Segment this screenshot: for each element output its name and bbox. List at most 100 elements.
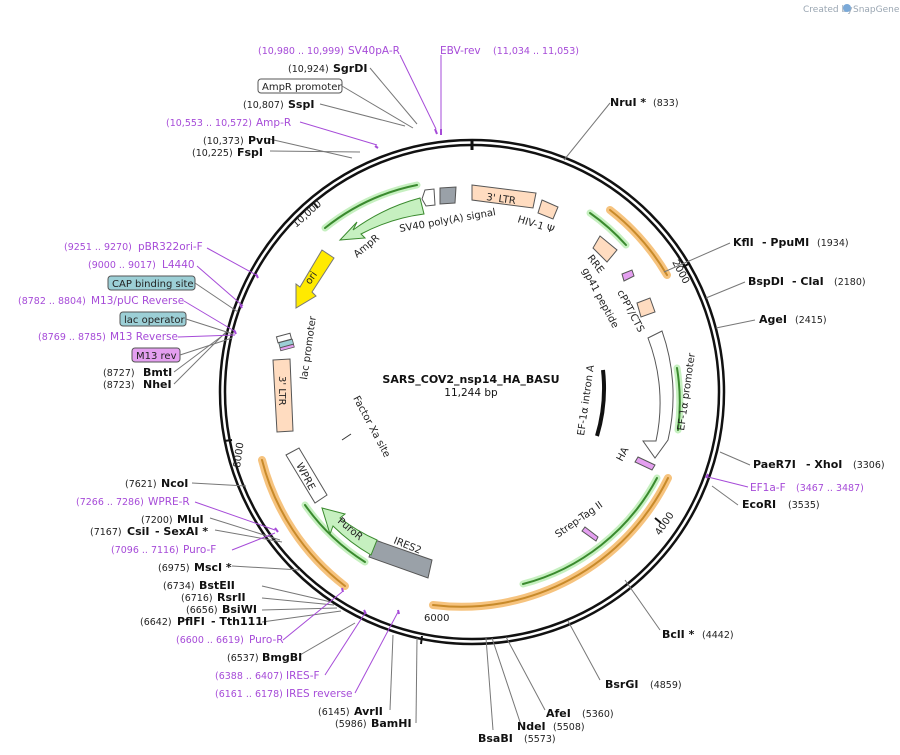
primer-ires-rev: IRES reverse [286, 688, 353, 700]
primer-ampr: Amp-R [256, 117, 291, 129]
box-lac-operator-leader [185, 318, 234, 335]
feature-factor-xa: Factor Xa site [341, 394, 392, 459]
credit-brand: SnapGene [853, 5, 900, 15]
site-ncoi-pos: (7621) [125, 479, 157, 490]
tick-label-6000: 6000 [424, 613, 449, 624]
tick-10000 [312, 201, 319, 209]
box-ampr-promoter: AmpR promoter [257, 78, 343, 94]
primer-ef1a-f-pos: (3467 .. 3487) [796, 483, 864, 494]
site-bsrgi: BsrGI [605, 678, 638, 691]
primer-m13-rev-pos: (8769 .. 8785) [38, 332, 106, 343]
site-bspdi-pos: (2180) [834, 277, 866, 288]
site-afei: AfeI [546, 707, 571, 720]
site-ndei: NdeI [517, 720, 546, 733]
primer-ires-f: IRES-F [286, 670, 320, 682]
primer-ef1a-f: EF1a-F [750, 482, 786, 494]
site-pflfi-pos: (6642) [140, 617, 172, 628]
site-bsiwi: BsiWI [222, 603, 257, 616]
site-ppumi: - PpuMI [762, 236, 809, 249]
primer-l4440-pos: (9000 .. 9017) [88, 260, 156, 271]
svg-text:3' LTR: 3' LTR [276, 376, 287, 406]
box-cap-binding-leader [194, 282, 239, 313]
tick-8000 [223, 439, 233, 442]
site-pvui: PvuI [248, 134, 275, 147]
primer-ires-rev-pos: (6161 .. 6178) [215, 689, 283, 700]
svg-text:Factor Xa site: Factor Xa site [350, 394, 392, 459]
site-fspi-pos: (10,225) [192, 148, 233, 159]
svg-text:lac operator: lac operator [124, 315, 185, 326]
box-ampr-promoter-leader [341, 85, 414, 129]
primer-leader-lines [177, 54, 749, 694]
box-cap-binding: CAP binding site [107, 275, 196, 291]
site-nhei: NheI [143, 378, 172, 391]
site-avrii: AvrII [354, 705, 383, 718]
feature-ef1a-intron: EF-1α intron A [576, 364, 607, 437]
primer-puro-f-pos: (7096 .. 7116) [111, 545, 179, 556]
feature-3ltr-left: 3' LTR [272, 358, 294, 433]
site-pflfi: PflFI [177, 615, 205, 628]
site-bmgbi-pos: (6537) [227, 653, 259, 664]
tick-6000 [420, 635, 423, 645]
site-bsteii: BstEII [199, 579, 235, 592]
site-xhoi: - XhoI [806, 458, 842, 471]
svg-text:lac promoter: lac promoter [299, 315, 319, 381]
tick-label-10000: 10,000 [291, 199, 324, 231]
primer-ebv-rev: EBV-rev [440, 45, 481, 57]
site-bamhi-pos: (5986) [335, 719, 367, 730]
orange-arcs [258, 206, 672, 611]
box-m13-rev-leader [179, 337, 233, 356]
primer-puro-f: Puro-F [183, 544, 216, 556]
site-bmti: BmtI [143, 366, 172, 379]
site-afei-pos: (5360) [582, 709, 614, 720]
site-nrui: NruI * [610, 96, 646, 109]
site-ecori-pos: (3535) [788, 500, 820, 511]
primer-m13puc-pos: (8782 .. 8804) [18, 296, 86, 307]
primer-puro-r-pos: (6600 .. 6619) [176, 635, 244, 646]
svg-text:CAP binding site: CAP binding site [112, 279, 194, 290]
site-rsrii-pos: (6716) [181, 593, 213, 604]
site-bsabi: BsaBI [478, 732, 513, 745]
site-msci-pos: (6975) [158, 563, 190, 574]
feature-strep-tag: Strep-Tag II [553, 500, 605, 542]
feature-ef1a-promoter: EF-1α promoter [642, 330, 698, 459]
feature-3ltr-top: 3' LTR [471, 184, 537, 209]
site-sgrdi-pos: (10,924) [288, 64, 329, 75]
site-bamhi: BamHI [371, 717, 412, 730]
site-nrui-pos: (833) [653, 98, 679, 109]
tick-label-8000: 8000 [232, 442, 246, 469]
site-csii: CsiI [127, 525, 149, 538]
site-csii-pos: (7167) [90, 527, 122, 538]
box-lac-operator: lac operator [119, 311, 187, 327]
primer-m13-rev: M13 Reverse [110, 331, 178, 343]
credit-text: Created by [803, 5, 853, 15]
site-mlui: MluI [177, 513, 204, 526]
box-m13-rev: M13 rev [131, 347, 181, 363]
svg-text:EF-1α intron A: EF-1α intron A [576, 364, 597, 436]
site-bmti-pos: (8727) [103, 368, 135, 379]
tick-4000 [654, 517, 662, 524]
site-avrii-pos: (6145) [318, 707, 350, 718]
site-clai: - ClaI [792, 275, 824, 288]
site-kfli-pos: (1934) [817, 238, 849, 249]
green-arcs [301, 181, 684, 588]
feature-cppt: cPPT/CTS [614, 288, 656, 334]
primer-marks [233, 128, 709, 615]
site-ecori: EcoRI [742, 498, 776, 511]
primer-pbr322: pBR322ori-F [138, 241, 203, 253]
site-sspi-pos: (10,807) [243, 100, 284, 111]
primer-ebv-rev-pos: (11,034 .. 11,053) [493, 46, 579, 57]
primer-ires-f-pos: (6388 .. 6407) [215, 671, 283, 682]
plasmid-length: 11,244 bp [444, 387, 498, 399]
site-leader-lines [173, 67, 756, 731]
snapgene-logo-icon [843, 4, 851, 12]
site-bcli: BclI * [662, 628, 695, 641]
feature-ori: ori [295, 249, 335, 309]
primer-sv40pa-r-pos: (10,980 .. 10,999) [258, 46, 344, 57]
site-bsabi-pos: (5573) [524, 734, 556, 745]
site-nhei-pos: (8723) [103, 380, 135, 391]
svg-text:AmpR promoter: AmpR promoter [262, 82, 342, 93]
primer-l4440: L4440 [162, 259, 195, 271]
site-sspi: SspI [288, 98, 314, 111]
primer-wpre-r-pos: (7266 .. 7286) [76, 497, 144, 508]
feature-wpre: WPRE [285, 447, 328, 504]
